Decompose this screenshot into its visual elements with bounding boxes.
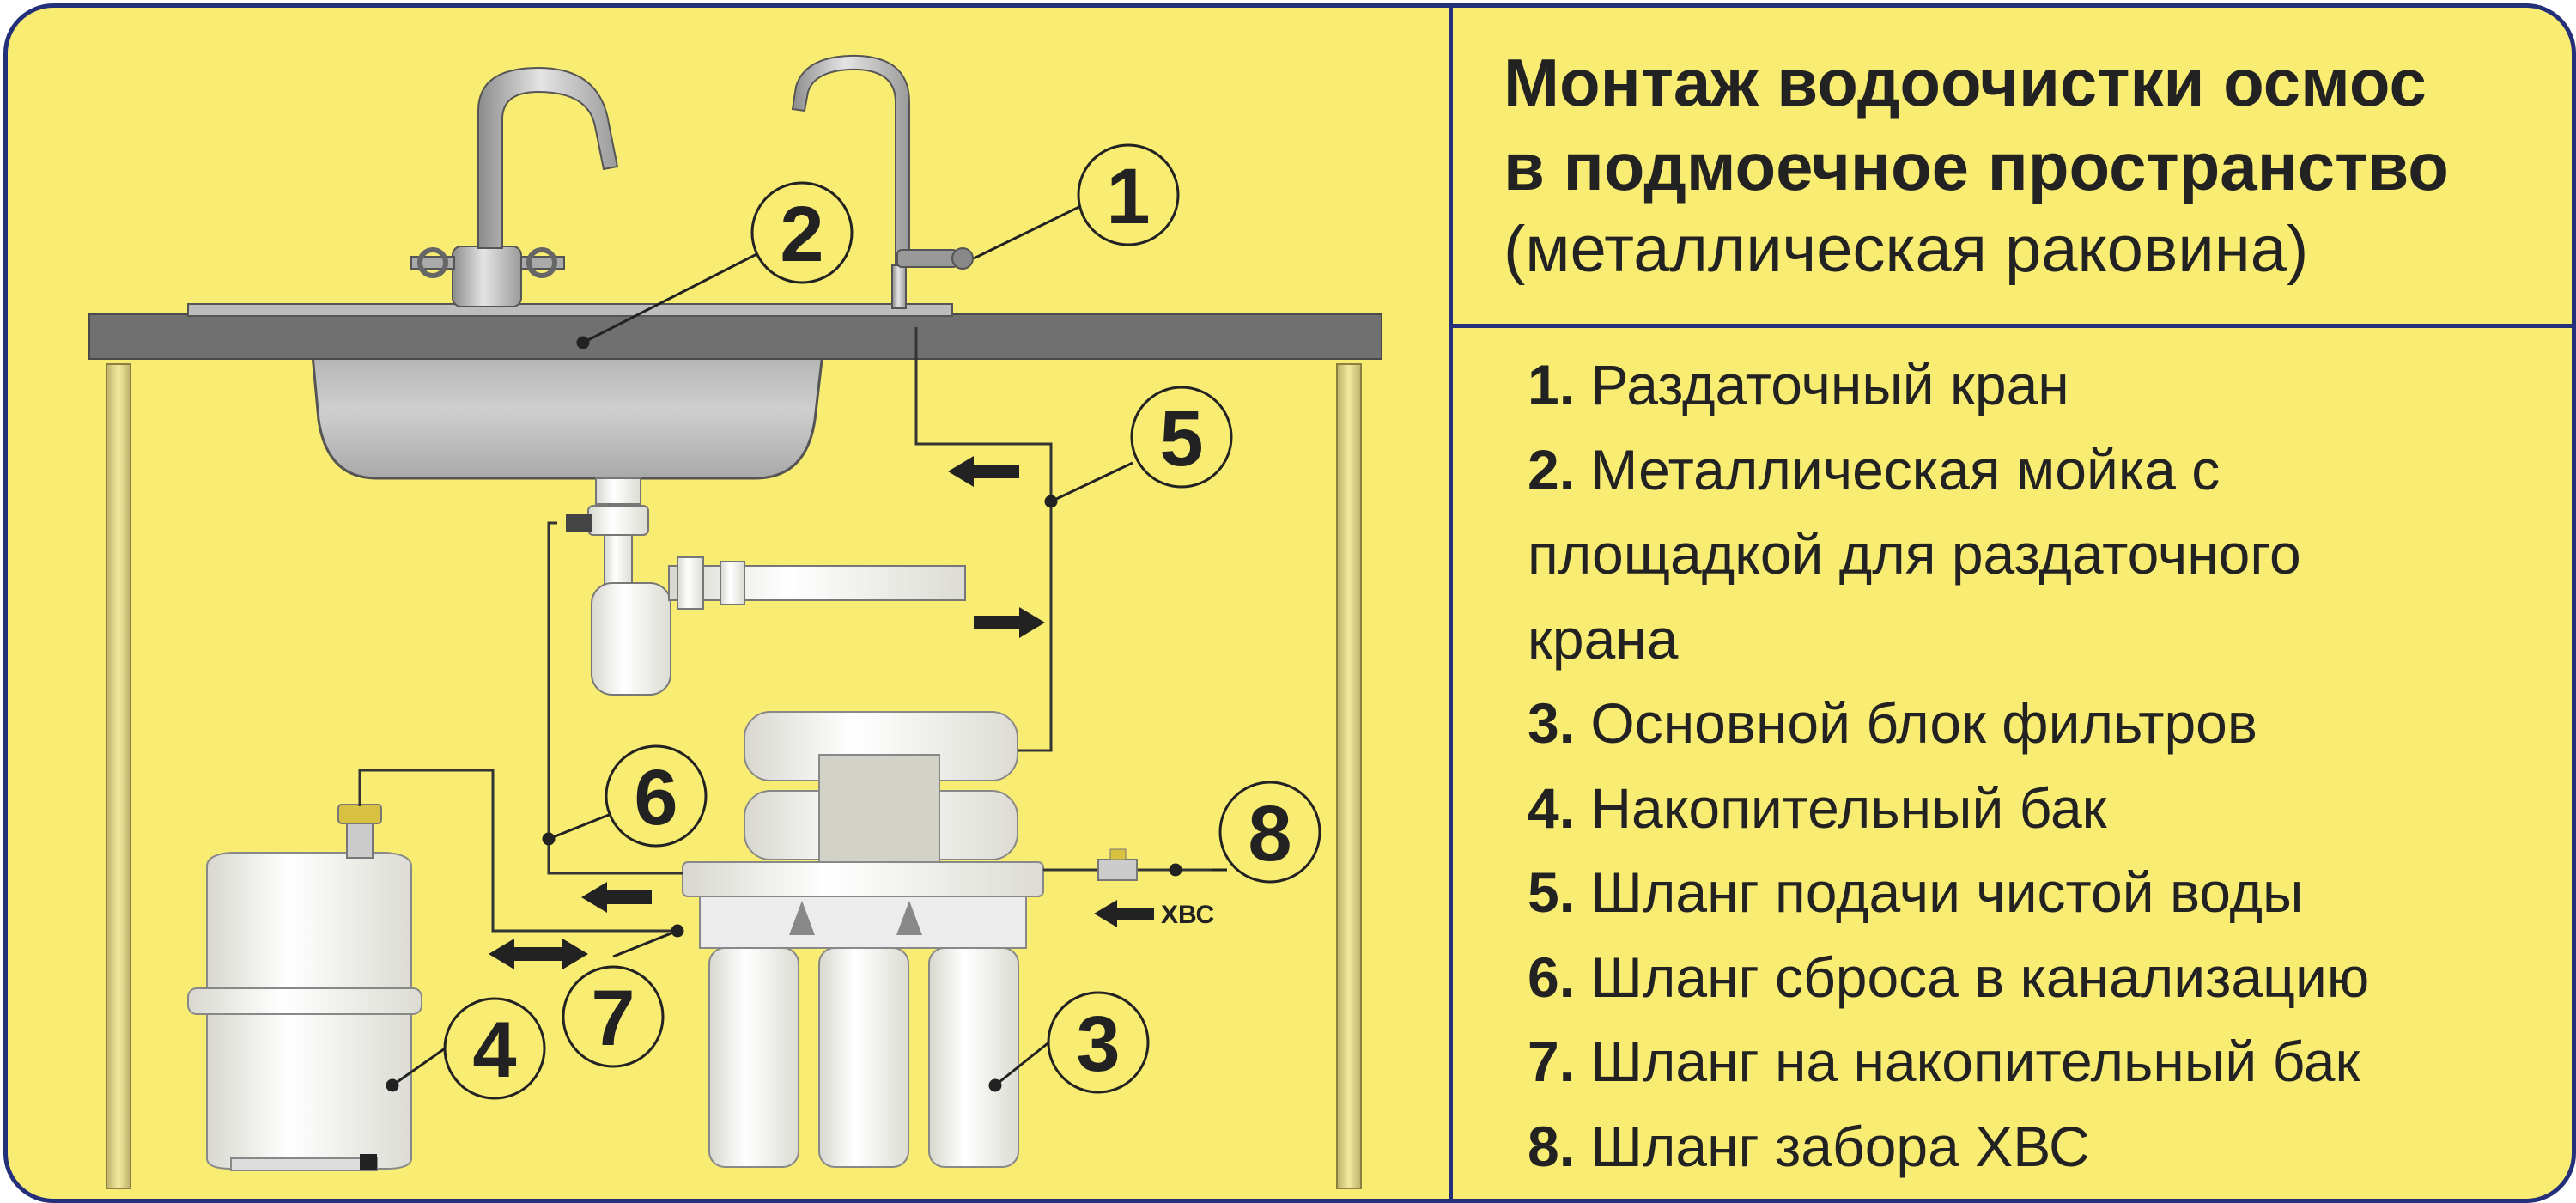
mixer-faucet (410, 66, 619, 307)
legend-number: 1. (1528, 353, 1591, 416)
legend-number: 4. (1528, 775, 1591, 840)
sink-rim (187, 303, 953, 317)
legend-text: Накопительный бак (1590, 775, 2107, 840)
callout-8: 8 (1218, 781, 1321, 884)
inlet-valve (1097, 848, 1138, 881)
legend-text: Раздаточный кран (1590, 353, 2069, 416)
flow-arrow-tank-both (489, 939, 588, 969)
legend-item-8: 8. Шланг забора ХВС (1528, 1104, 2558, 1189)
legend-item-2: 2. Металлическая мойка с (1528, 428, 2558, 513)
title-line-1: Монтаж водоочистки осмос (1504, 45, 2427, 120)
table-leg-right (1336, 363, 1362, 1189)
clean-water-hose (914, 327, 1053, 752)
legend-number: 5. (1528, 860, 1591, 924)
legend-item-5: 5. Шланг подачи чистой воды (1528, 850, 2558, 935)
legend-item-1: 1. Раздаточный кран (1528, 343, 2558, 428)
legend-number: 2. (1528, 437, 1591, 501)
storage-tank (187, 804, 422, 1171)
flow-arrow-drain-left (581, 882, 652, 913)
callout-4: 4 (443, 997, 546, 1100)
svg-text:6: 6 (634, 754, 677, 841)
callout-6: 6 (605, 744, 708, 848)
svg-text:2: 2 (780, 191, 823, 278)
sediment-flask-2 (818, 947, 909, 1168)
legend-text: Основной блок фильтров (1590, 691, 2257, 755)
callout-1: 1 (1077, 143, 1180, 246)
poster-title: Монтаж водоочистки осмос в подмоечное пр… (1504, 40, 2449, 209)
table-leg-left (106, 363, 131, 1189)
callout-3: 3 (1047, 991, 1150, 1094)
legend-item-6: 6. Шланг сброса в канализацию (1528, 935, 2558, 1020)
tank-hose (358, 769, 683, 933)
flow-arrow-drain-right (974, 607, 1045, 638)
siphon (566, 477, 966, 696)
sediment-flask-1 (708, 947, 799, 1168)
callout-2: 2 (750, 181, 854, 284)
flow-arrows (489, 456, 1154, 969)
callout-5: 5 (1130, 386, 1233, 489)
svg-text:1: 1 (1106, 153, 1150, 240)
legend-item-7: 7. Шланг на накопительный бак (1528, 1019, 2558, 1104)
legend-text: Шланг на накопительный бак (1590, 1030, 2360, 1093)
legend-number: 7. (1528, 1030, 1591, 1093)
legend-text: Шланг сброса в канализацию (1590, 945, 2370, 1009)
flow-arrow-inlet-left (1094, 900, 1154, 927)
filter-block (682, 711, 1044, 1168)
svg-text:4: 4 (472, 1006, 516, 1094)
legend-number: 3. (1528, 691, 1591, 755)
panel-divider-vertical (1449, 8, 1453, 1199)
legend-item-2-line-3: крана (1528, 597, 2558, 682)
legend-item-4: 4. Накопительный бак (1528, 766, 2558, 851)
callout-7: 7 (562, 965, 665, 1068)
svg-text:5: 5 (1159, 395, 1203, 483)
legend-text: Шланг забора ХВС (1590, 1114, 2090, 1178)
inlet-label: ХВС (1161, 901, 1214, 929)
legend-text: площадкой для раздаточного (1528, 522, 2301, 586)
leader-lines (386, 199, 1227, 1092)
installation-diagram: ХВС 1 2 3 4 5 6 7 (88, 54, 1382, 1189)
svg-text:8: 8 (1248, 790, 1291, 878)
legend-text: Шланг подачи чистой воды (1590, 860, 2304, 924)
legend-item-2-line-2: площадкой для раздаточного (1528, 512, 2558, 597)
svg-text:7: 7 (591, 975, 635, 1062)
countertop (88, 313, 1382, 360)
legend-number: 6. (1528, 945, 1591, 1009)
panel-divider-horizontal (1453, 324, 2572, 328)
legend-text: крана (1528, 606, 1679, 671)
legend-text: Металлическая мойка с (1590, 437, 2221, 501)
legend-number: 8. (1528, 1114, 1591, 1178)
svg-text:3: 3 (1076, 1000, 1120, 1088)
poster-frame: ХВС 1 2 3 4 5 6 7 (3, 3, 2576, 1203)
flow-arrow-clean-left (948, 456, 1019, 487)
sediment-flask-3 (928, 947, 1019, 1168)
drinking-faucet (791, 54, 974, 309)
poster-subtitle: (металлическая раковина) (1504, 213, 2309, 286)
title-line-2: в подмоечное пространство (1504, 129, 2449, 204)
legend-item-3: 3. Основной блок фильтров (1528, 681, 2558, 766)
drain-hose (547, 521, 683, 875)
